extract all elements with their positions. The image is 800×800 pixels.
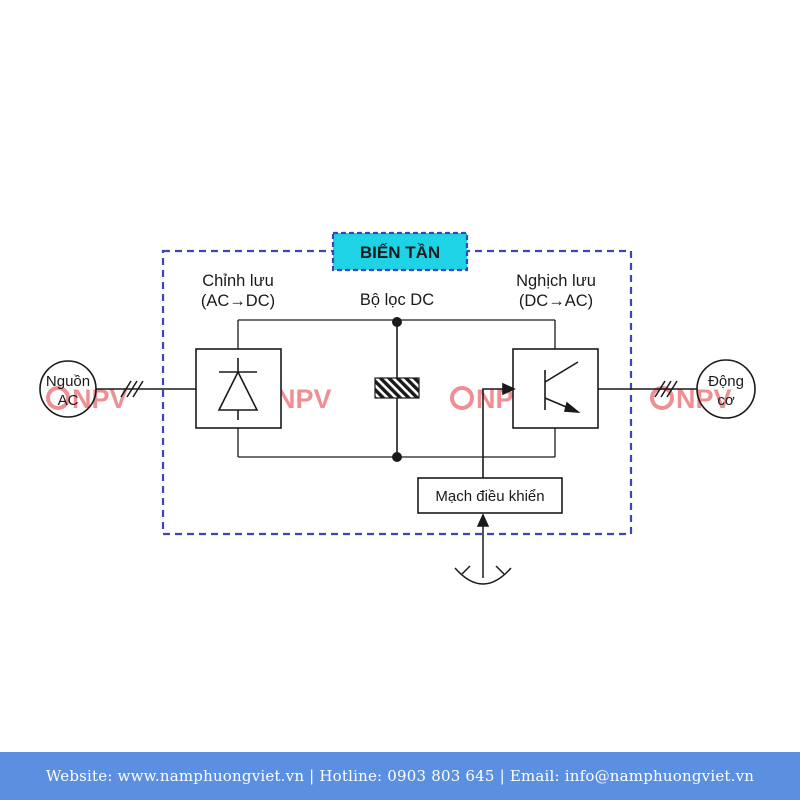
motor-label-1: Động	[708, 373, 744, 390]
motor-label-2: cơ	[717, 392, 735, 409]
control-circuit-box	[417, 477, 563, 514]
title-box	[331, 231, 469, 272]
contact-footer: Website: www.namphuongviet.vn | Hotline:…	[0, 752, 800, 800]
watermark-text: NPV	[276, 384, 332, 414]
title-text: BIẾN TẦN	[360, 243, 440, 262]
inverter-label-1: Nghịch lưu	[516, 272, 596, 290]
motor-circle	[696, 359, 756, 419]
inverter-block-diagram: BIẾN TẦN NPV NPV NPV NPV Nguồn AC	[39, 231, 756, 585]
three-phase-mark-input	[120, 380, 144, 398]
ac-source-label-1: Nguồn	[46, 373, 90, 390]
diode-icon	[217, 358, 259, 420]
ac-source-label-2: AC	[58, 392, 79, 409]
capacitor-icon	[374, 377, 420, 399]
junction-dot-bottom	[392, 452, 402, 462]
transistor-icon	[544, 361, 581, 413]
junction-dot-top	[392, 317, 402, 327]
control-circuit-label: Mạch điều khiển	[435, 488, 544, 505]
dc-filter-label: Bộ lọc DC	[360, 291, 434, 309]
control-input-arrow	[454, 513, 512, 585]
three-phase-mark-output	[654, 380, 678, 398]
rectifier-label-1: Chỉnh lưu	[202, 272, 274, 290]
rectifier-label-2: (AC→DC)	[201, 292, 275, 310]
control-signal-arrow	[482, 382, 516, 478]
footer-text: Website: www.namphuongviet.vn | Hotline:…	[45, 767, 755, 785]
inverter-label-2: (DC→AC)	[519, 292, 593, 310]
inverter-box	[512, 348, 599, 429]
